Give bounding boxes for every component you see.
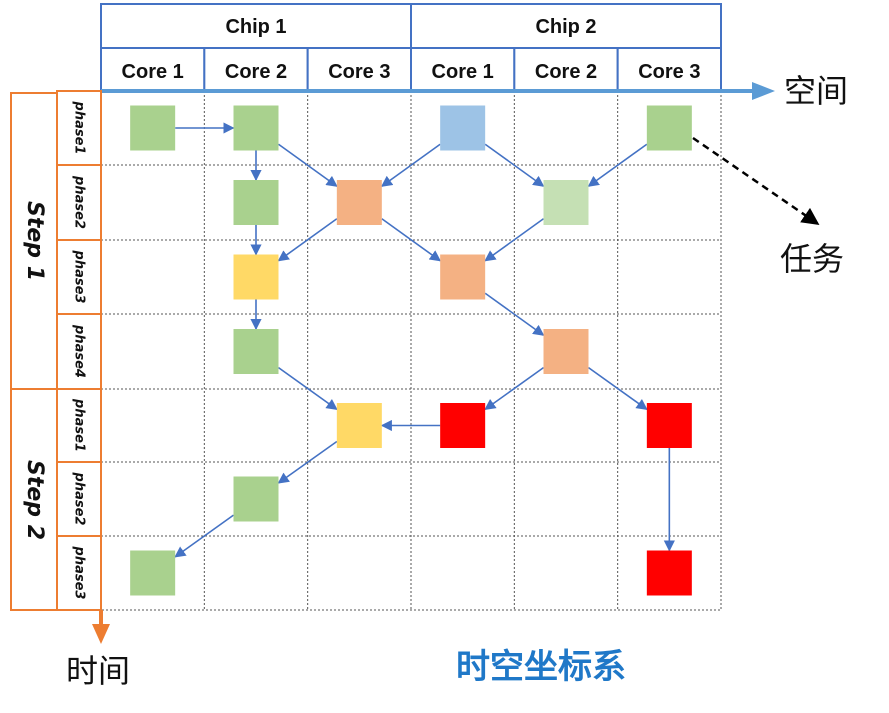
core-header-cell	[616, 47, 723, 92]
phase-label: phase2	[72, 175, 87, 229]
dependency-arrow	[277, 218, 338, 262]
time-axis-label: 时间	[66, 652, 130, 690]
task-box-green	[646, 105, 692, 151]
task-box-green	[130, 550, 176, 596]
task-annotation: 任务	[692, 136, 844, 278]
task-annotation-arrow	[692, 136, 820, 226]
dependency-arrow	[484, 366, 544, 411]
task-box-orange	[543, 329, 589, 374]
task-nodes	[130, 105, 692, 596]
phase-cell	[56, 535, 102, 611]
phase-cell	[56, 239, 102, 315]
chip1-label: Chip 1	[225, 16, 286, 38]
task-box-blue	[440, 105, 486, 151]
step1-box	[10, 92, 58, 390]
task-box-green	[233, 105, 279, 151]
phase-label: phase3	[72, 250, 87, 304]
time-axis: 时间	[66, 610, 130, 690]
dependency-arrow	[174, 514, 234, 558]
dependency-arrow	[588, 366, 648, 411]
dependency-arrow	[278, 143, 338, 187]
dependency-arrow	[381, 218, 442, 262]
core-label: Core 3	[328, 61, 390, 83]
phase-label: phase1	[72, 398, 87, 452]
task-box-green	[233, 180, 279, 225]
task-box-green	[130, 105, 176, 151]
space-axis-label: 空间	[784, 72, 848, 110]
dependency-arrow	[587, 143, 648, 187]
chip2-label: Chip 2	[535, 16, 596, 38]
step2-box	[10, 388, 58, 611]
phase-label: phase3	[72, 546, 87, 600]
dependency-arrow	[484, 218, 544, 262]
core-label: Core 1	[122, 61, 184, 83]
phase-label: phase1	[72, 101, 87, 155]
chip2-box	[410, 3, 722, 49]
dependency-arrow	[277, 440, 338, 484]
core-label: Core 3	[638, 61, 700, 83]
phase-label: phase4	[72, 324, 87, 378]
phase-cell	[56, 313, 102, 390]
task-box-red	[646, 403, 692, 448]
time-axis-arrowhead	[92, 624, 110, 644]
chip-header: Chip 1 Chip 2 Core 1 Core 2 Core 3 Core 1 Co…	[100, 3, 723, 92]
task-box-green	[233, 329, 279, 374]
step-column: Step 1 Step 2 phase1 phase2 phase3 phase4 ph…	[10, 90, 102, 611]
task-box-yellow	[233, 254, 279, 300]
core-label: Core 2	[225, 61, 287, 83]
core-header-cell	[410, 47, 516, 92]
step2-label: Step 2	[22, 460, 47, 540]
task-grid	[100, 90, 722, 611]
phase-cell	[56, 164, 102, 241]
space-axis: 空间	[101, 72, 848, 110]
task-box-orange	[440, 254, 486, 300]
core-label: Core 2	[535, 61, 597, 83]
space-axis-arrowhead	[752, 82, 775, 100]
step1-label: Step 1	[22, 201, 47, 281]
dependency-arrow	[278, 366, 338, 411]
task-box-red	[440, 403, 486, 448]
phase-label: phase2	[72, 472, 87, 526]
task-label: 任务	[780, 240, 844, 278]
diagram-caption: 时空坐标系	[456, 647, 626, 687]
phase-cell	[56, 90, 102, 166]
task-box-light_green	[543, 180, 589, 225]
core-label: Core 1	[432, 61, 494, 83]
core-header-cell	[203, 47, 309, 92]
dependency-arrow	[484, 292, 545, 336]
dependency-arrow	[380, 143, 441, 187]
task-box-yellow	[336, 403, 382, 448]
task-box-green	[233, 476, 279, 522]
dependency-arrow	[484, 143, 545, 187]
task-box-orange	[336, 180, 382, 225]
task-box-red	[646, 550, 692, 596]
dependency-edges	[174, 122, 675, 558]
